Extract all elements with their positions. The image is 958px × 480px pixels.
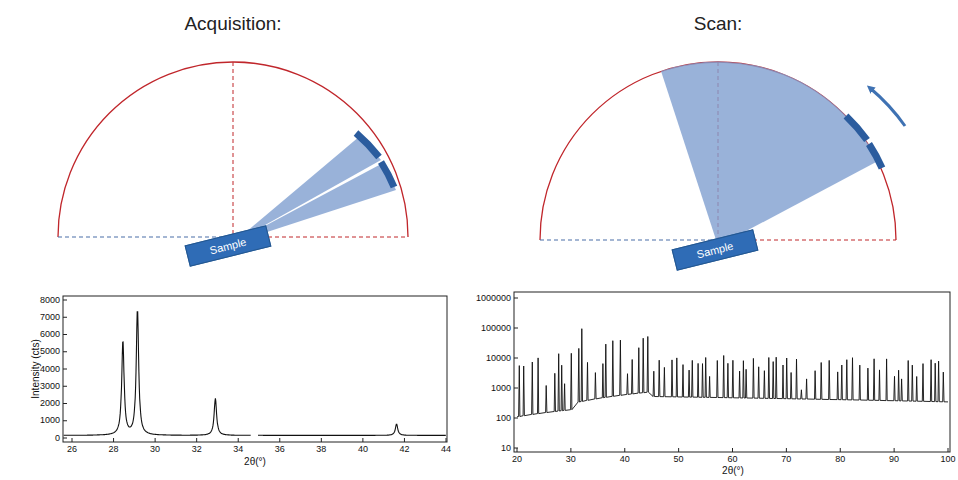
tick-label: 1000 <box>40 416 60 425</box>
tick-label: 32 <box>192 445 202 454</box>
tick-label: 20 <box>512 455 522 464</box>
tick-mark <box>279 438 280 442</box>
tick-mark <box>404 438 405 442</box>
tick-mark <box>113 438 114 442</box>
tick-mark <box>238 438 239 442</box>
tick-label: 100000 <box>481 324 511 333</box>
tick-label: 30 <box>150 445 160 454</box>
scan-goniometer <box>540 62 905 246</box>
tick-mark <box>786 448 787 452</box>
scan-plot-frame <box>514 292 950 452</box>
tick-label: 3000 <box>40 382 60 391</box>
panel-title: Acquisition: <box>184 14 281 33</box>
tick-mark <box>63 300 67 301</box>
tick-label: 36 <box>275 445 285 454</box>
panel-title: Scan: <box>694 14 743 33</box>
axis-title: 2θ(°) <box>244 457 266 467</box>
acquisition-pattern <box>64 312 446 436</box>
tick-label: 34 <box>233 445 243 454</box>
tick-label: 60 <box>727 455 737 464</box>
tick-label: 10 <box>501 444 511 453</box>
sample-label: Sample <box>696 240 735 260</box>
tick-mark <box>514 388 518 389</box>
tick-mark <box>72 438 73 442</box>
tick-mark <box>155 438 156 442</box>
tick-label: 100 <box>496 414 511 423</box>
tick-label: 40 <box>620 455 630 464</box>
tick-mark <box>514 418 518 419</box>
tick-mark <box>446 438 447 442</box>
tick-label: 80 <box>835 455 845 464</box>
tick-mark <box>63 334 67 335</box>
tick-mark <box>321 438 322 442</box>
tick-mark <box>840 448 841 452</box>
axis-title: Intensity (cts) <box>31 339 41 398</box>
acquisition-goniometer <box>58 62 408 243</box>
tick-label: 6000 <box>40 330 60 339</box>
tick-label: 1000000 <box>476 294 511 303</box>
tick-mark <box>894 448 895 452</box>
tick-label: 7000 <box>40 313 60 322</box>
tick-mark <box>678 448 679 452</box>
tick-label: 70 <box>781 455 791 464</box>
tick-label: 28 <box>109 445 119 454</box>
tick-label: 1000 <box>491 384 511 393</box>
tick-mark <box>362 438 363 442</box>
tick-mark <box>948 448 949 452</box>
tick-mark <box>570 448 571 452</box>
tick-mark <box>63 369 67 370</box>
tick-label: 44 <box>441 445 451 454</box>
tick-label: 10000 <box>486 354 511 363</box>
tick-mark <box>732 448 733 452</box>
tick-label: 100 <box>940 455 955 464</box>
tick-label: 4000 <box>40 365 60 374</box>
tick-label: 8000 <box>40 296 60 305</box>
sample-block: Sample <box>185 225 272 267</box>
tick-label: 90 <box>889 455 899 464</box>
tick-label: 30 <box>566 455 576 464</box>
tick-label: 5000 <box>40 347 60 356</box>
tick-label: 0 <box>55 434 60 443</box>
tick-label: 2000 <box>40 399 60 408</box>
tick-mark <box>63 351 67 352</box>
tick-mark <box>63 386 67 387</box>
axis-title: 2θ(°) <box>722 466 744 476</box>
tick-label: 42 <box>399 445 409 454</box>
tick-mark <box>63 438 67 439</box>
tick-mark <box>63 420 67 421</box>
tick-label: 50 <box>674 455 684 464</box>
scan-pattern <box>517 329 948 417</box>
tick-mark <box>514 328 518 329</box>
tick-mark <box>517 448 518 452</box>
tick-mark <box>63 403 67 404</box>
tick-label: 26 <box>67 445 77 454</box>
tick-mark <box>514 358 518 359</box>
tick-mark <box>196 438 197 442</box>
tick-label: 40 <box>358 445 368 454</box>
tick-label: 38 <box>316 445 326 454</box>
tick-mark <box>514 298 518 299</box>
acquisition-plot-frame <box>63 296 447 442</box>
tick-mark <box>624 448 625 452</box>
tick-mark <box>63 317 67 318</box>
sample-label: Sample <box>209 236 248 256</box>
